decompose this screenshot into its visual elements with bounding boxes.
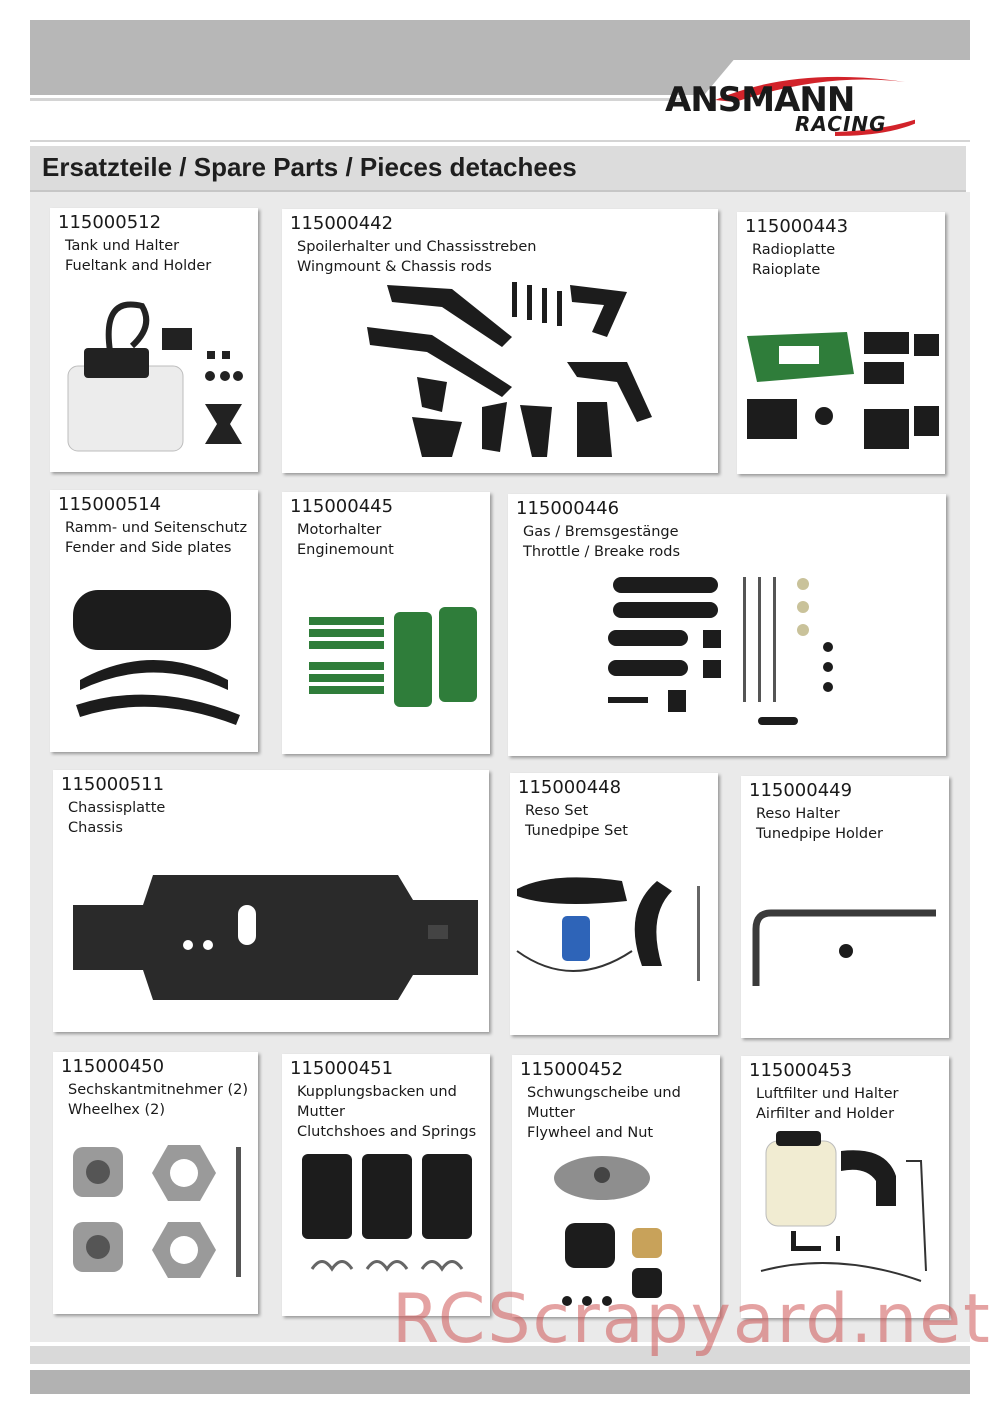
part-panel-115000453: 115000453 Luftfilter und Halter Airfilte…: [741, 1056, 949, 1318]
part-description: Reso Halter Tunedpipe Holder: [756, 806, 884, 842]
part-number: 115000452: [520, 1059, 624, 1080]
part-description: Motorhalter Enginemount: [297, 522, 394, 558]
airfilter-image: [760, 1131, 927, 1282]
radioplate-image: [747, 332, 939, 449]
part-panel-115000511: 115000511 Chassisplatte Chassis: [53, 770, 489, 1032]
tunedpipe-holder-image: [752, 909, 936, 986]
part-panel-115000512: 115000512 Tank und Halter Fueltank and H…: [50, 208, 258, 472]
part-panel-115000452: 115000452 Schwungscheibe und Mutter Flyw…: [512, 1055, 720, 1317]
footer-band: [30, 1370, 970, 1394]
part-description: Radioplatte Raioplate: [752, 242, 836, 278]
part-panel-115000451: 115000451 Kupplungsbacken und Mutter Clu…: [282, 1054, 490, 1316]
part-description: Gas / Bremsgestänge Throttle / Breake ro…: [523, 524, 681, 560]
part-number: 115000453: [749, 1060, 853, 1081]
part-description: Schwungscheibe und Mutter Flywheel and N…: [527, 1085, 681, 1141]
part-description: Ramm- und Seitenschutz Fender and Side p…: [65, 520, 248, 556]
part-number: 115000450: [61, 1056, 165, 1077]
footer-rule: [30, 1346, 970, 1364]
watermark-text: RCScrapyard.net: [392, 1280, 992, 1359]
clutchshoes-image: [302, 1154, 472, 1272]
part-panel-115000450: 115000450 Sechskantmitnehmer (2) Wheelhe…: [53, 1052, 258, 1314]
brand-sub: RACING: [795, 112, 887, 136]
part-number: 115000514: [58, 494, 162, 515]
chassis-image: [73, 875, 478, 1000]
part-panel-115000448: 115000448 Reso Set Tunedpipe Set: [510, 773, 718, 1035]
part-description: Sechskantmitnehmer (2) Wheelhex (2): [68, 1082, 249, 1118]
brand-logo: ANSMANN RACING: [665, 72, 915, 142]
part-number: 115000445: [290, 496, 394, 517]
part-description: Reso Set Tunedpipe Set: [525, 803, 628, 839]
brand-name: ANSMANN: [665, 80, 855, 120]
part-number: 115000449: [749, 780, 853, 801]
part-number: 115000446: [516, 498, 620, 519]
logo-swoosh-icon: [715, 76, 915, 136]
enginemount-image: [309, 607, 477, 707]
part-number: 115000442: [290, 213, 394, 234]
part-number: 115000451: [290, 1058, 394, 1079]
part-panel-115000446: 115000446 Gas / Bremsgestänge Throttle /…: [508, 494, 946, 756]
part-description: Spoilerhalter und Chassisstreben Wingmou…: [297, 239, 537, 275]
part-panel-115000443: 115000443 Radioplatte Raioplate: [737, 212, 945, 474]
flywheel-image: [554, 1156, 662, 1306]
header-rule-lower: [30, 140, 970, 142]
part-panel-115000445: 115000445 Motorhalter Enginemount: [282, 492, 490, 754]
section-header: Ersatzteile / Spare Parts / Pieces detac…: [30, 146, 966, 192]
part-description: Chassisplatte Chassis: [68, 800, 166, 836]
part-number: 115000448: [518, 777, 622, 798]
part-description: Kupplungsbacken und Mutter Clutchshoes a…: [297, 1084, 477, 1140]
throttle-rods-image: [608, 577, 833, 725]
part-number: 115000512: [58, 212, 162, 233]
part-number: 115000511: [61, 774, 165, 795]
part-panel-115000442: 115000442 Spoilerhalter und Chassisstreb…: [282, 209, 718, 473]
tunedpipe-image: [516, 877, 700, 981]
fueltank-image: [67, 301, 243, 452]
part-description: Tank und Halter Fueltank and Holder: [65, 238, 212, 274]
part-number: 115000443: [745, 216, 849, 237]
wingmount-image: [367, 282, 652, 457]
wheelhex-image: [73, 1145, 241, 1278]
part-panel-115000449: 115000449 Reso Halter Tunedpipe Holder: [741, 776, 949, 1038]
part-panel-115000514: 115000514 Ramm- und Seitenschutz Fender …: [50, 490, 258, 752]
fender-image: [73, 590, 240, 725]
header-rule: [30, 98, 680, 101]
page-title: Ersatzteile / Spare Parts / Pieces detac…: [42, 152, 577, 182]
part-description: Luftfilter und Halter Airfilter and Hold…: [756, 1086, 899, 1122]
